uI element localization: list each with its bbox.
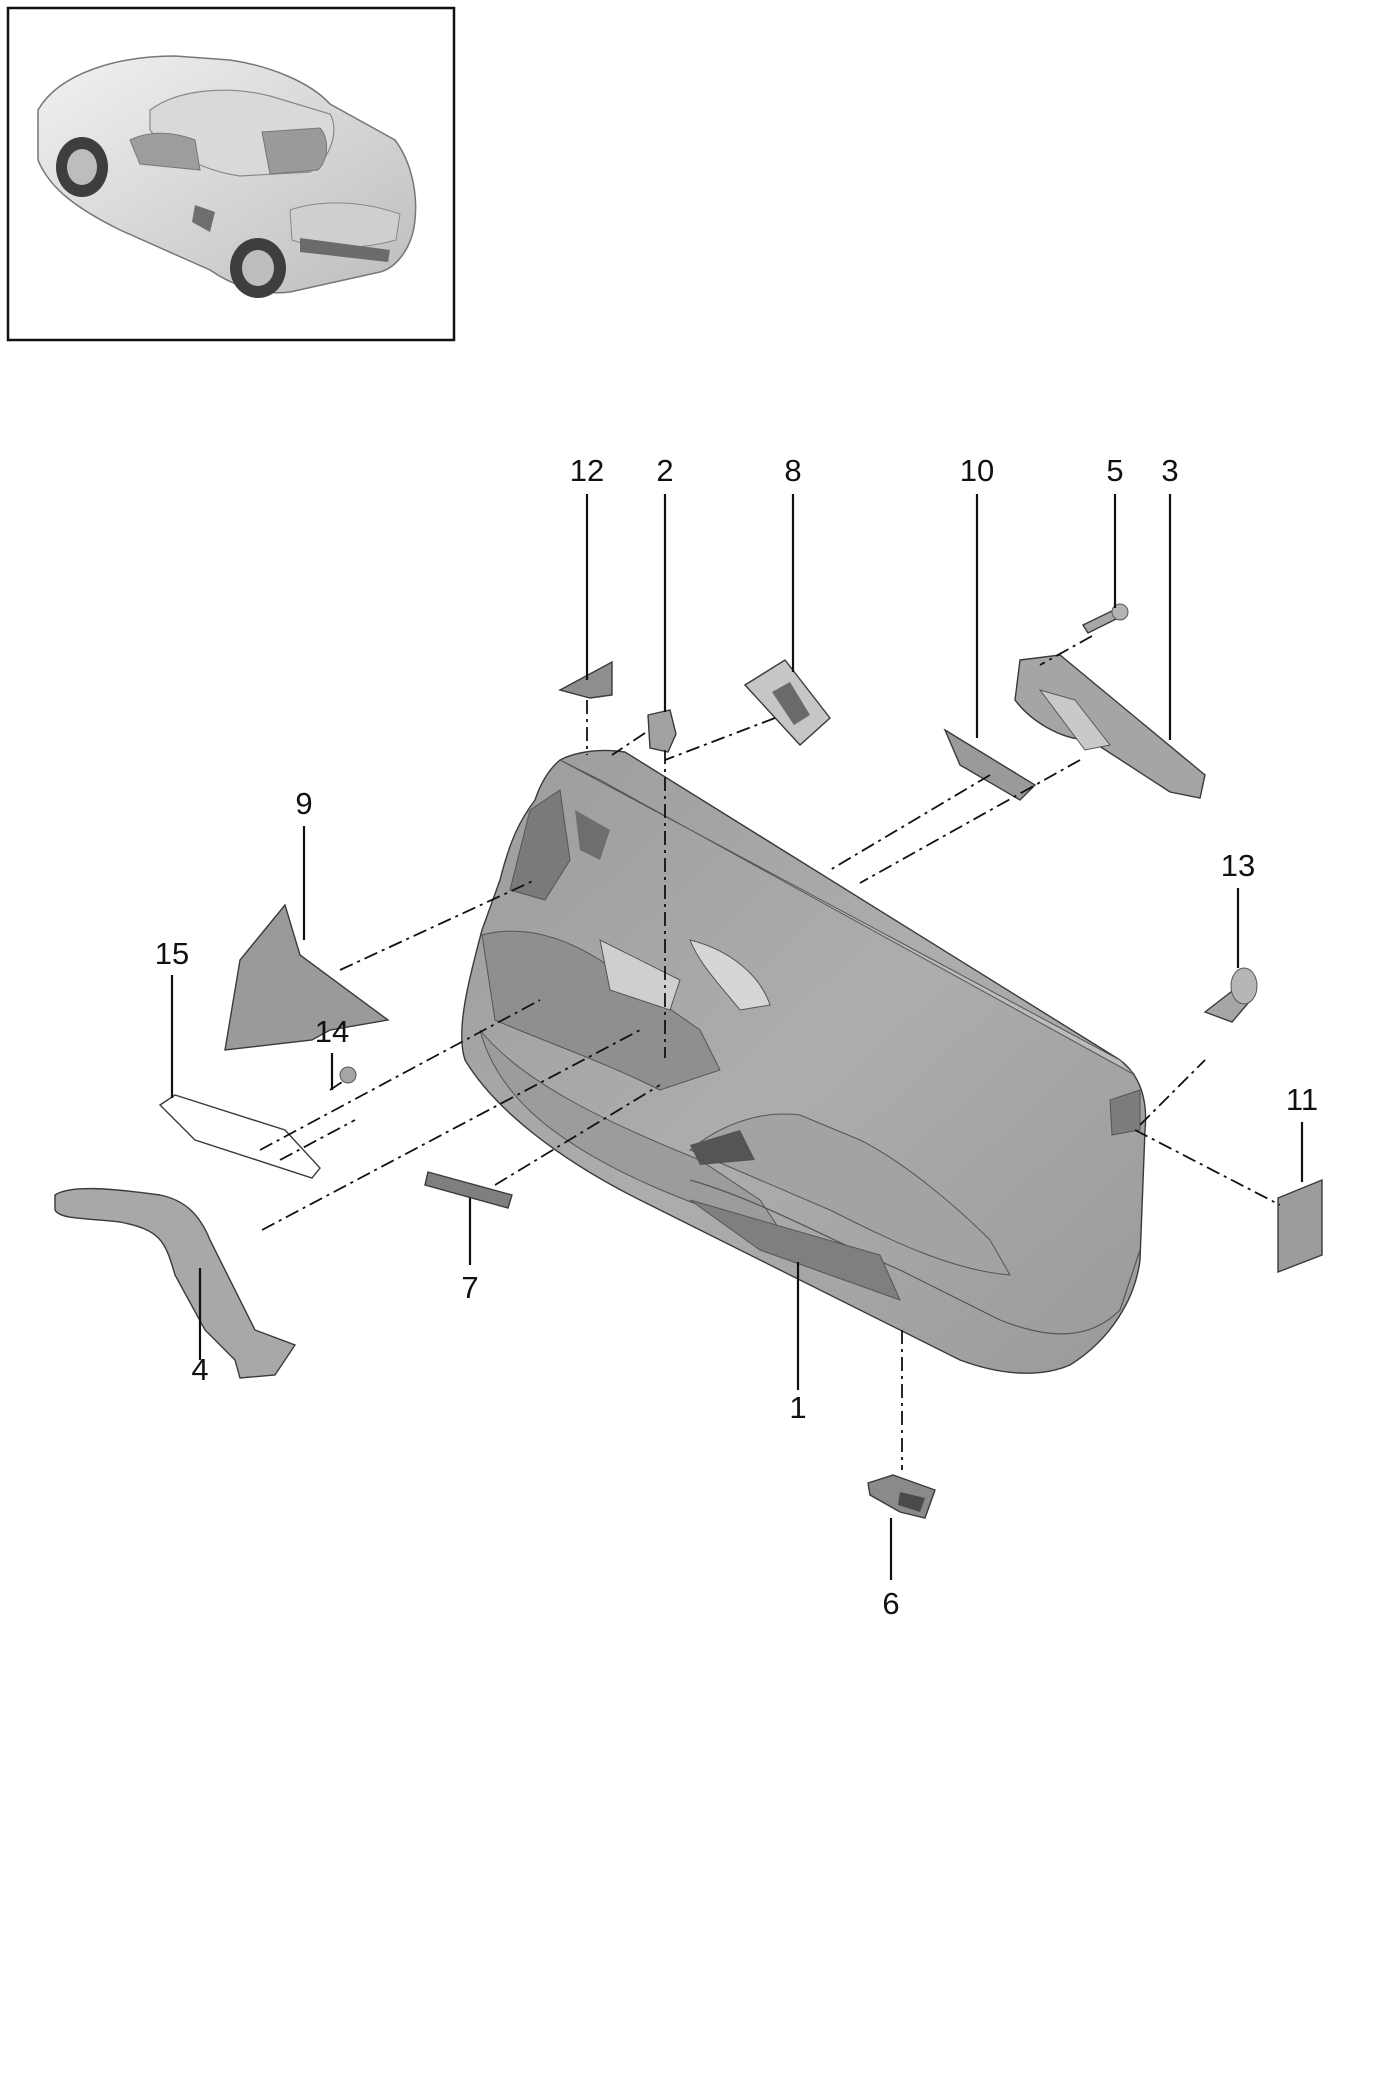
- callout-12: 12: [570, 453, 604, 488]
- callout-5: 5: [1106, 453, 1123, 488]
- part-11-end-cap: [1277, 1178, 1323, 1274]
- callout-11: 11: [1286, 1082, 1318, 1117]
- callout-1: 1: [789, 1390, 806, 1425]
- part-3-handle: [1014, 654, 1206, 799]
- car-illustration: [37, 55, 417, 298]
- door-panel-part: [461, 749, 1147, 1374]
- part-4-grab-handle: [54, 1187, 297, 1379]
- callout-8: 8: [784, 453, 801, 488]
- part-8-switch-bezel: [743, 659, 831, 746]
- callout-10: 10: [960, 453, 994, 488]
- callout-6: 6: [882, 1586, 899, 1621]
- part-13-clip: [1203, 967, 1258, 1023]
- callout-7: 7: [461, 1270, 478, 1305]
- callout-4: 4: [191, 1352, 208, 1387]
- assembly-lines: [259, 635, 1281, 1470]
- callout-14: 14: [315, 1014, 349, 1049]
- part-10-trim: [943, 728, 1037, 801]
- callout-9: 9: [295, 786, 312, 821]
- part-6-light: [867, 1474, 936, 1519]
- callout-2: 2: [656, 453, 673, 488]
- part-9-panel: [224, 903, 390, 1051]
- vehicle-thumbnail: [6, 6, 456, 342]
- part-5-screw: [1081, 603, 1129, 634]
- callout-3: 3: [1161, 453, 1178, 488]
- callout-13: 13: [1221, 848, 1255, 883]
- part-7-strip: [424, 1171, 513, 1209]
- callout-labels: 12 2 8 10 5 3 9 15 14 4 7 1 13 11 6: [155, 453, 1318, 1621]
- part-15-bezel: [158, 1094, 321, 1179]
- part-14-clip: [339, 1066, 357, 1084]
- callout-15: 15: [155, 936, 189, 971]
- callout-leaders: [170, 494, 1304, 1580]
- part-2-clip: [647, 709, 677, 753]
